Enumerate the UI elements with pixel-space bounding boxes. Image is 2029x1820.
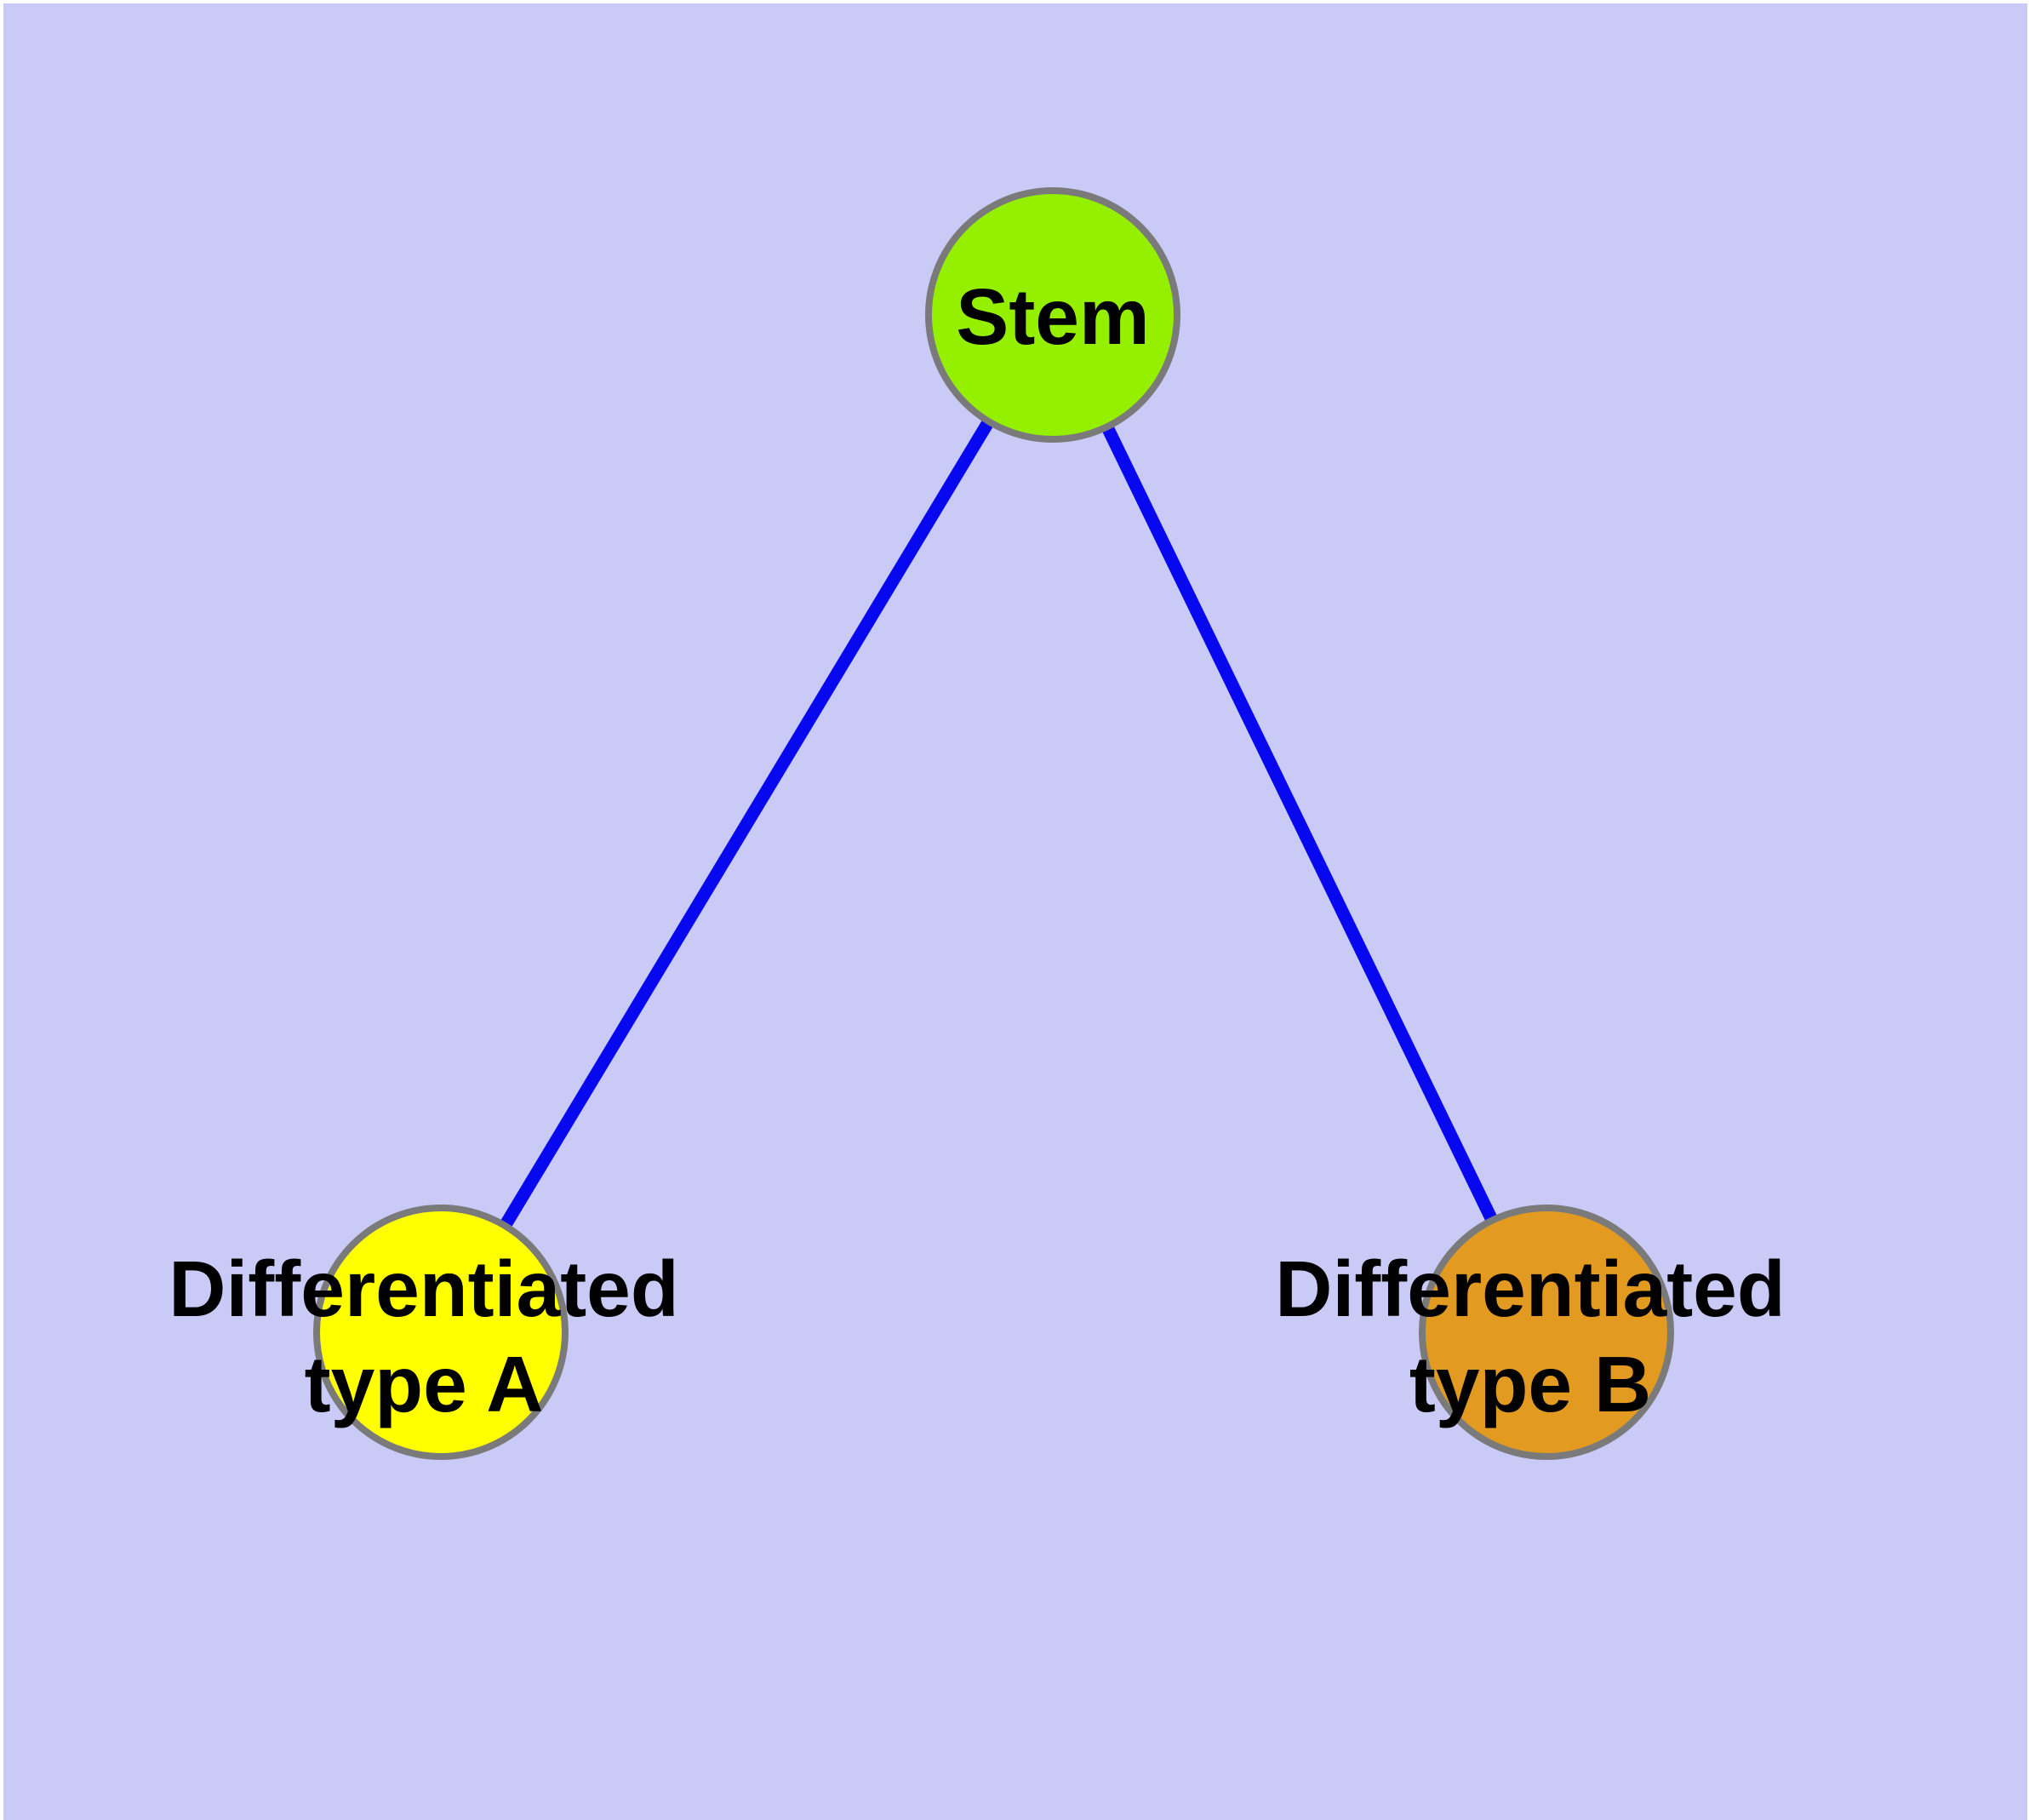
diagram-canvas: Stem Differentiated type A Differentiate… [3,3,2027,1820]
node-stem [925,187,1180,443]
node-label-differentiated-type-b: Differentiated type B [1275,1241,1785,1432]
node-label-line: type A [304,1340,544,1428]
edges-layer [435,312,1552,1336]
edge-stem-to-type-b [1047,312,1552,1336]
node-label-stem: Stem [956,272,1150,361]
node-label-line: type B [1409,1340,1652,1428]
node-label-line: Differentiated [1275,1245,1786,1333]
node-differentiated-type-b [1419,1205,1674,1460]
node-label-differentiated-type-a: Differentiated type A [169,1241,678,1432]
diagram-scene: Stem Differentiated type A Differentiate… [3,3,2027,1820]
edge-stem-to-type-a [435,312,1059,1336]
node-label-line: Differentiated [169,1245,679,1333]
node-differentiated-type-a [313,1205,569,1460]
